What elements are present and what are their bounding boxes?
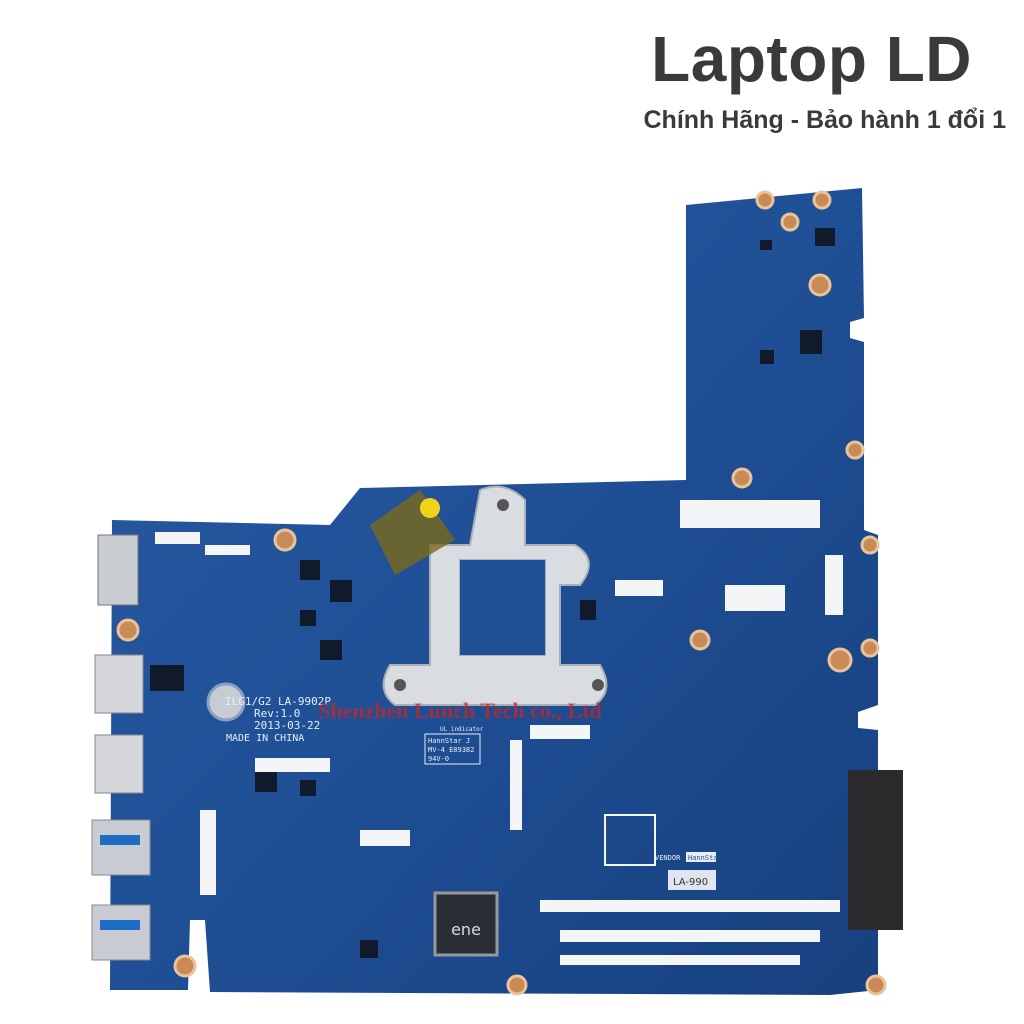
screw-pads [116,190,887,996]
watermark: Shenzhen Lunch Tech co., Ltd [318,698,602,723]
components [150,228,835,958]
cpu-area [460,560,545,655]
ul-line-3: 94V-0 [428,755,449,763]
vendor-label: VENDOR [655,854,681,862]
vendor-value: HannStar [688,854,722,862]
board-date: 2013-03-22 [254,719,320,732]
ec-chip [433,891,499,957]
board-origin: MADE IN CHINA [226,733,304,744]
ul-line-1: HannStar J [428,737,470,745]
connectors [155,500,843,965]
io-ports [91,534,903,961]
board-model: ILG1/G2 LA-9902P [225,695,331,708]
sticker-text: LA-990 [673,877,708,888]
ul-line-2: MV-4 E89382 [428,746,474,754]
sticker [668,870,716,890]
chip-logo: ene [451,920,481,939]
ul-label: UL indicator [440,726,484,733]
brand-title: Laptop LD [651,23,972,95]
yellow-marker [420,498,440,518]
mount-hole [206,682,246,722]
brand-tagline: Chính Hãng - Bảo hành 1 đổi 1 [643,106,1007,134]
board-revision: Rev:1.0 [254,707,300,720]
